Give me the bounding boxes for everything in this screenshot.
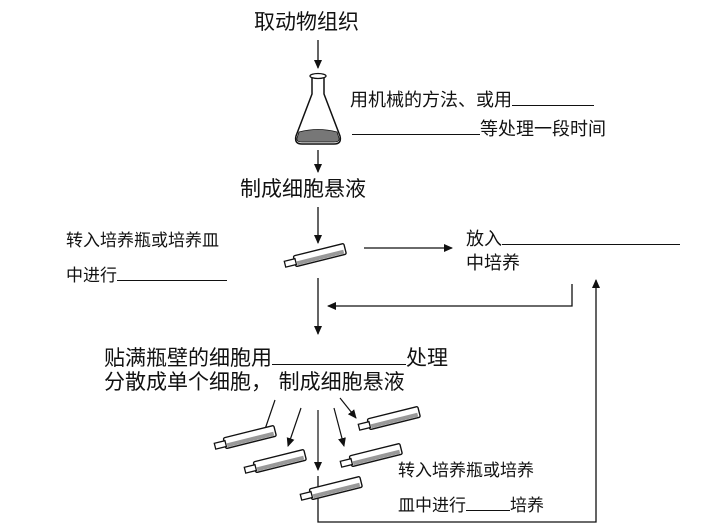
culture-flask-icon	[213, 425, 277, 450]
adherent-prefix: 贴满瓶壁的细胞用	[104, 346, 272, 370]
arrow-split-5	[339, 397, 357, 419]
culture-flask-icon	[243, 449, 307, 474]
incubator-line-1: 放入	[466, 226, 680, 249]
primary-culture-blank[interactable]	[117, 263, 227, 281]
digest-prefix-text: 用机械的方法、或用	[350, 90, 512, 111]
digest-suffix-text: 等处理一段时间	[480, 119, 606, 140]
transfer-bottom-prefix: 皿中进行	[398, 496, 466, 516]
arrow-feedback-loop	[317, 279, 600, 523]
transfer-bottom-line-2: 皿中进行 培养	[398, 493, 544, 515]
digest-line-1: 用机械的方法、或用	[350, 87, 594, 110]
arrow-split-2	[286, 407, 302, 447]
transfer-left-line-2: 中进行	[66, 263, 227, 285]
step-make-suspension: 制成细胞悬液	[240, 177, 366, 201]
transfer-bottom-suffix: 培养	[510, 496, 544, 516]
digest-enzyme-blank-cont[interactable]	[352, 116, 480, 135]
adherent-line: 贴满瓶壁的细胞用 处理	[104, 343, 448, 369]
digest-line-2: 等处理一段时间	[352, 116, 606, 139]
adherent-suffix: 处理	[406, 346, 448, 370]
erlenmeyer-flask-icon	[294, 72, 342, 145]
arrow-split-4	[333, 407, 346, 447]
culture-flask-icon	[357, 406, 421, 431]
culture-flask-icon	[339, 443, 403, 468]
disperse-line: 分散成单个细胞， 制成细胞悬液	[104, 370, 405, 394]
culture-flask-icon	[299, 476, 363, 501]
digest-enzyme-blank[interactable]	[512, 87, 594, 106]
culture-flask-icon	[283, 243, 347, 268]
trypsin-blank[interactable]	[272, 343, 406, 365]
subculture-blank[interactable]	[466, 493, 510, 511]
arrow-incubator-return	[327, 284, 573, 310]
incubator-line-2: 中培养	[466, 253, 520, 274]
transfer-left-prefix: 中进行	[66, 266, 117, 286]
put-into-text: 放入	[466, 229, 502, 250]
transfer-left-line-1: 转入培养瓶或培养皿	[66, 231, 219, 251]
transfer-bottom-line-1: 转入培养瓶或培养	[398, 461, 534, 481]
incubator-blank[interactable]	[502, 226, 680, 245]
step-take-tissue: 取动物组织	[254, 10, 359, 34]
